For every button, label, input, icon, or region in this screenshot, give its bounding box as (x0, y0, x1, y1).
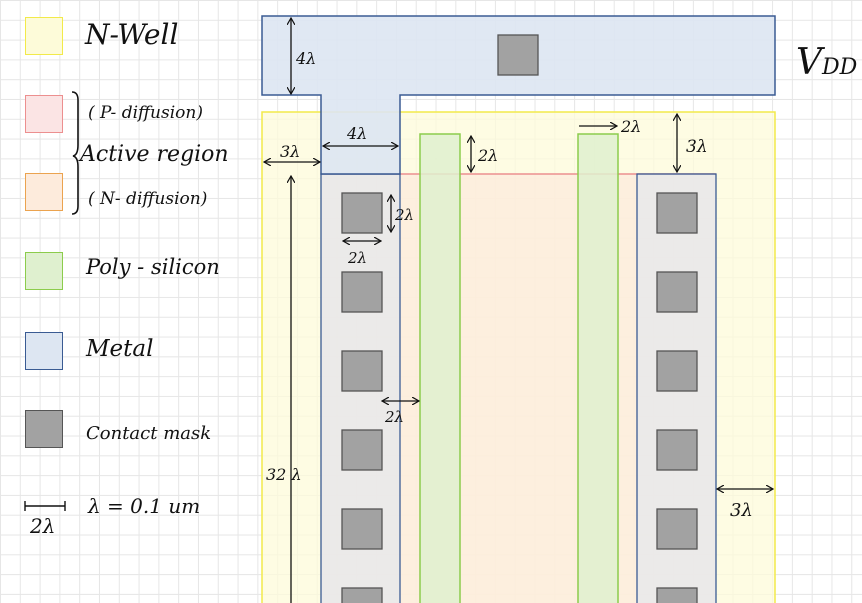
contact-width-label: 2λ (347, 249, 367, 267)
metal-legend-label: Metal (86, 336, 154, 362)
left-contact (341, 429, 383, 471)
right-contact (656, 271, 698, 313)
contact-legend-label: Contact mask (86, 423, 212, 444)
contact-swatch (25, 410, 63, 448)
pdiff-swatch (25, 95, 63, 133)
lambda-definition: λ = 0.1 um (88, 494, 201, 518)
left-contact (341, 271, 383, 313)
nwell-right-margin-label: 3λ (730, 500, 753, 521)
active-top-spacing-label: 3λ (686, 137, 708, 157)
left-contact (341, 192, 383, 234)
active-region-brace (71, 91, 79, 215)
poly-to-contact-label: 2λ (384, 408, 404, 426)
contact-height-label: 2λ (394, 206, 414, 224)
metal-swatch (25, 332, 63, 370)
right-contact (656, 587, 698, 603)
metal-stub-width-label: 4λ (346, 124, 367, 143)
poly-spacing-label: 2λ (620, 117, 641, 136)
poly-extension-label: 2λ (477, 146, 498, 165)
scale-bar-line (24, 501, 66, 511)
poly-gate-right (577, 133, 619, 603)
poly-gate-left (419, 133, 461, 603)
contacts (341, 34, 698, 603)
nwell-margin-label: 3λ (280, 142, 300, 161)
ndiff-legend-label: ( N- diffusion) (88, 189, 208, 209)
diffusion-height-label: 32 λ (266, 465, 302, 484)
ndiff-swatch (25, 173, 63, 211)
right-contact (656, 192, 698, 234)
left-contact (341, 587, 383, 603)
right-contact (656, 350, 698, 392)
active-region-label: Active region (80, 142, 229, 167)
pdiff-legend-label: ( P- diffusion) (88, 103, 203, 123)
left-contact (341, 350, 383, 392)
left-contact (341, 508, 383, 550)
vdd-contact (497, 34, 539, 76)
poly-swatch (25, 252, 63, 290)
vdd-label-main: V (796, 42, 826, 83)
right-contact (656, 508, 698, 550)
nwell-swatch (25, 17, 63, 55)
poly-legend-label: Poly - silicon (86, 255, 220, 279)
nwell-legend-label: N-Well (85, 18, 179, 51)
right-contact (656, 429, 698, 471)
scale-bar-label: 2λ (30, 514, 56, 538)
vdd-label: VDD (796, 42, 858, 83)
metal-height-label: 4λ (295, 49, 316, 68)
vdd-label-sub: DD (821, 55, 858, 80)
vdd-metal-rail (261, 15, 776, 175)
